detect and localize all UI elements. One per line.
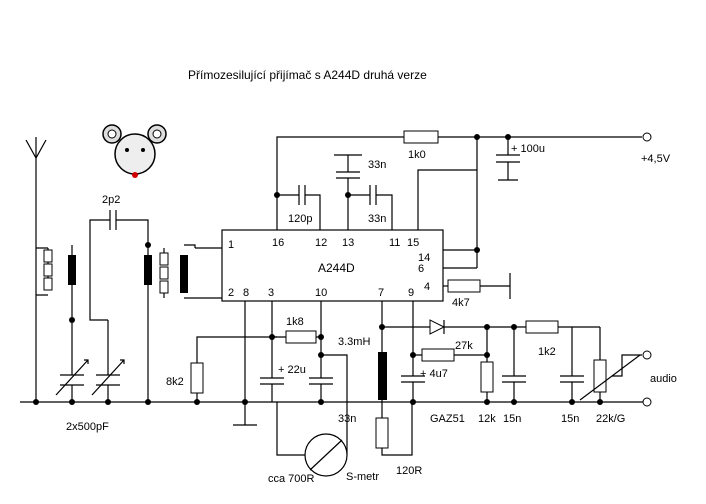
pin-13: 13 (342, 237, 354, 249)
diagram-title: Přímozesilující přijímač s A244D druhá v… (188, 68, 427, 82)
pin-15: 15 (407, 237, 419, 249)
rf-coil (144, 244, 196, 402)
label-supply-voltage: +4,5V (641, 153, 671, 165)
antenna-icon (25, 137, 47, 402)
label-33n-mid: 33n (368, 213, 386, 225)
pin-11: 11 (389, 237, 400, 249)
supply-section: 1k0 +4,5V + 100u (276, 130, 671, 269)
capacitor-22u: + 22u (260, 337, 306, 402)
potentiometer-22k: audio 22k/G (579, 327, 677, 425)
resistor-1k2: 1k2 (525, 320, 559, 358)
resistor-8k2: 8k2 (166, 336, 277, 402)
label-22u: + 22u (278, 364, 306, 376)
capacitor-pin10 (309, 337, 333, 402)
capacitor-120p: 120p (277, 185, 321, 230)
label-4u7: + 4u7 (420, 368, 448, 380)
label-33n-smeter: 33n (338, 413, 356, 425)
label-audio: audio (650, 373, 677, 385)
mouse-logo-icon (102, 124, 167, 178)
resistor-12k: 12k (478, 327, 496, 425)
pin-14: 14 (418, 252, 430, 264)
pin-3: 3 (268, 287, 274, 299)
pin-6: 6 (418, 263, 424, 275)
label-22k-g: 22k/G (596, 413, 625, 425)
label-4k7: 4k7 (452, 297, 470, 309)
capacitor-2p2: 2p2 (89, 194, 149, 310)
label-15n-b: 15n (561, 413, 579, 425)
resistor-1k8: 1k8 (271, 301, 322, 344)
inductor-3-3mh: 3.3mH (338, 301, 387, 418)
pin-7: 7 (378, 287, 384, 299)
pin-16: 16 (272, 237, 284, 249)
label-1k0: 1k0 (408, 149, 426, 161)
label-smeter-resistance: cca 700R (268, 473, 315, 485)
capacitor-33n-top: 33n (334, 154, 386, 230)
pin-8: 8 (243, 287, 249, 299)
label-120r: 120R (396, 465, 422, 477)
pin-10: 10 (315, 287, 327, 299)
label-1k8: 1k8 (286, 316, 304, 328)
resistor-27k: 27k (421, 340, 487, 362)
pin-4: 4 (424, 281, 430, 293)
label-100u: + 100u (511, 143, 545, 155)
label-2p2: 2p2 (102, 194, 120, 206)
resistor-4k7: 4k7 (443, 273, 511, 309)
label-12k: 12k (478, 413, 496, 425)
label-120p: 120p (288, 213, 312, 225)
pin8-ground (233, 301, 257, 426)
pin-9: 9 (408, 287, 414, 299)
pin-1: 1 (228, 239, 234, 251)
ic-a244d: A244D 1 16 12 13 11 15 14 6 4 2 8 3 10 7… (221, 229, 444, 302)
label-3-3mh: 3.3mH (338, 336, 370, 348)
antenna-coil (36, 245, 76, 320)
diode-gaz51: GAZ51 (382, 319, 600, 425)
junction-dots (33, 134, 603, 405)
label-2x500pf: 2x500pF (66, 421, 109, 433)
ic-name: A244D (318, 261, 355, 275)
capacitor-15n-b: 15n (560, 327, 584, 425)
label-gaz51: GAZ51 (430, 413, 465, 425)
label-1k2: 1k2 (538, 346, 556, 358)
label-15n-a: 15n (503, 413, 521, 425)
label-s-meter: S-metr (346, 471, 379, 483)
resistor-120r: 120R (375, 402, 422, 477)
pin-12: 12 (315, 237, 327, 249)
label-27k: 27k (455, 340, 473, 352)
coil-to-ic-wires (195, 247, 222, 299)
label-33n-top: 33n (368, 159, 386, 171)
label-8k2: 8k2 (166, 376, 184, 388)
s-meter: 33n S-metr cca 700R (268, 354, 379, 485)
capacitor-33n-mid: 33n (348, 185, 393, 230)
variable-capacitor-pair: 2x500pF (55, 310, 125, 433)
pin-2: 2 (228, 287, 234, 299)
capacitor-15n-a: 15n (502, 327, 526, 425)
